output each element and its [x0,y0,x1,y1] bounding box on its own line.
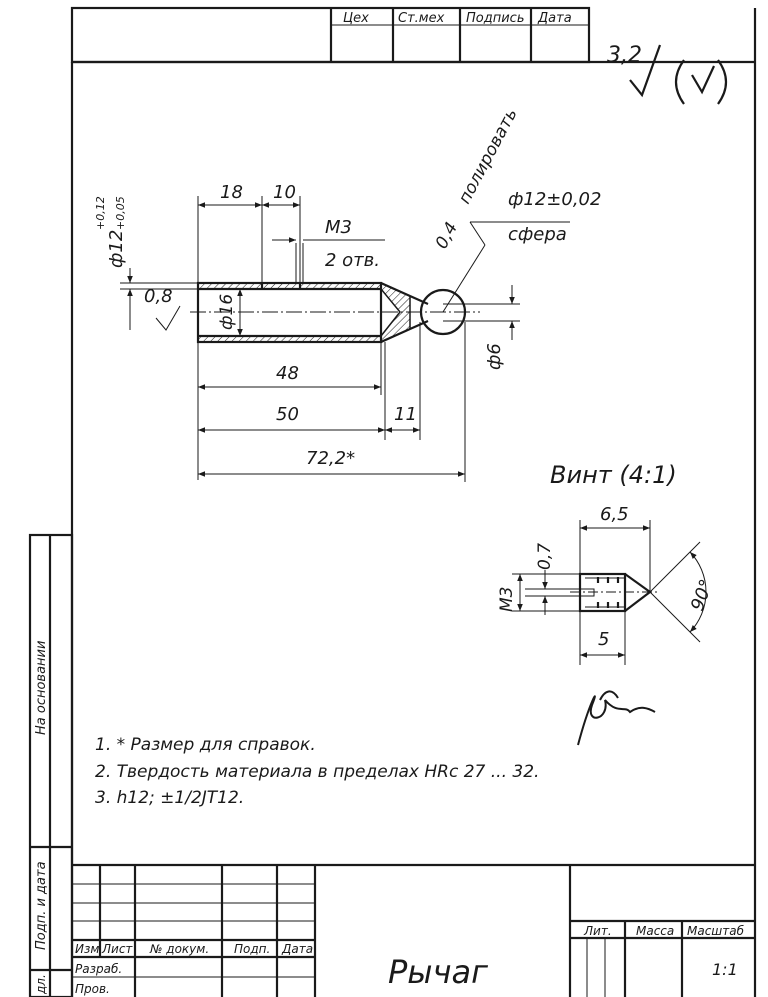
roughness-value: 3,2 [607,43,642,68]
dim-18: 18 [220,182,243,203]
wall-thickness: 0,8 [144,286,173,307]
screw-angle: 90° [687,577,718,614]
technical-notes: 1. * Размер для справок. 2. Твердость ма… [95,735,539,808]
dim-50: 50 [276,404,299,425]
tb-title: Рычаг [388,953,488,991]
top-header-chief-mech: Ст.мех [398,11,445,26]
note-1: 1. * Размер для справок. [95,735,316,755]
dim-10: 10 [273,182,296,203]
left-strip: На основании Подп. и дата дл. [28,533,74,997]
note-2: 2. Твердость материала в пределах HRc 27… [95,762,539,782]
bore-diameter: ф16 [217,294,237,330]
dim-11: 11 [394,404,417,425]
outer-tol-lower: +0,05 [114,196,127,230]
tb-lit-label: Лит. [583,924,612,938]
thread-callout: М3 [325,217,352,238]
tb-row-developed: Разраб. [75,962,122,976]
note-3: 3. h12; ±1/2JT12. [95,788,244,808]
neck-diameter: ф6 [484,343,505,370]
ball-note: сфера [508,224,567,245]
screw-thread: М3 [497,587,517,612]
screw-title: Винт (4:1) [550,461,677,489]
top-stamp-table: Цех Ст.мех Подпись Дата [70,6,591,64]
screw-length: 6,5 [600,504,629,525]
tb-scale-value: 1:1 [712,960,738,979]
polish-roughness: 0,4 [432,219,462,252]
screw-view: Винт (4:1) 6,5 0,7 М3 5 90° [497,461,718,746]
strip-sheet-code: дл. [34,974,48,995]
screw-slot: 0,7 [535,543,555,570]
sheet-frame [70,8,757,997]
dim-total: 72,2* [306,448,355,469]
tb-scale-label: Масштаб [687,924,745,938]
handwritten-signature [577,690,656,746]
tb-row-checked: Пров. [75,982,110,996]
general-roughness-symbol: 3,2 [607,43,728,105]
tb-col-sign: Подп. [234,942,270,956]
lever-part-view: 18 10 М3 2 отв. 0,4 полировать ф12±0,02 … [94,105,601,482]
strip-basis: На основании [34,641,49,735]
tb-col-change: Изм [75,942,99,956]
tb-col-sheet: Лист [101,942,133,956]
title-block: Изм Лист № докум. Подп. Дата Разраб. Про… [72,863,755,997]
screw-body: 5 [598,629,609,650]
top-header-signature: Подпись [466,11,524,26]
top-header-shop: Цех [343,11,369,26]
outer-tol-upper: +0,12 [94,196,107,230]
thread-count: 2 отв. [325,250,380,271]
tb-col-date: Дата [281,942,313,956]
ball-diameter: ф12±0,02 [508,189,601,210]
dim-48: 48 [276,363,299,384]
strip-sign-date: Подп. и дата [34,861,49,950]
top-header-date: Дата [537,11,572,26]
tb-mass-label: Масса [636,924,674,938]
tb-col-docnum: № докум. [149,942,209,956]
outer-diameter: ф12 [106,230,127,268]
